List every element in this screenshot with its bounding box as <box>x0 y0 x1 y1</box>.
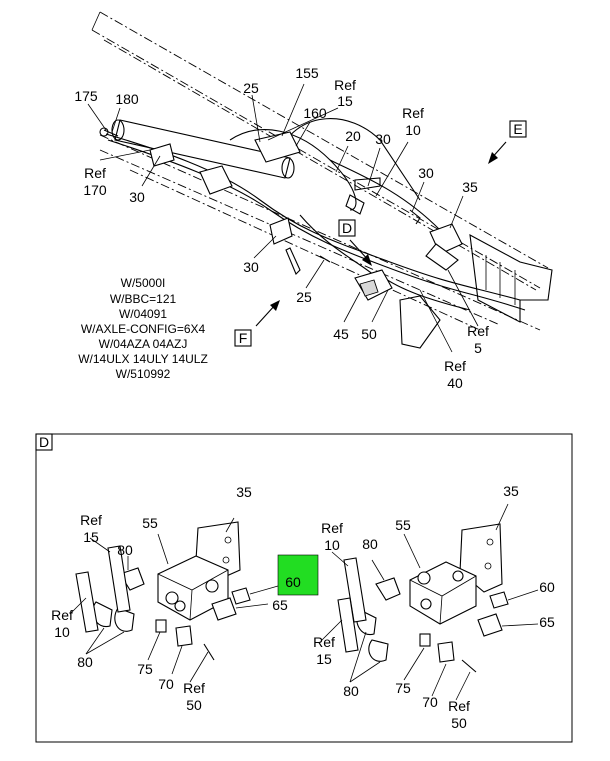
detail-d-title-text: D <box>39 434 49 450</box>
highlight-box-60 <box>277 554 319 596</box>
left-callout-55: 55 <box>142 515 158 531</box>
callout-25-top: 25 <box>243 80 259 96</box>
detail-d-frame <box>35 433 573 743</box>
view-label-d: D <box>338 219 356 237</box>
main-callouts: 175 180 Ref 170 30 155 25 160 Ref 15 20 … <box>74 65 489 391</box>
callout-20: 20 <box>345 128 361 144</box>
callout-175: 175 <box>74 88 98 104</box>
right-callout-35: 35 <box>503 483 519 499</box>
note-line-6: W/14ULX 14ULY 14ULZ <box>78 352 208 366</box>
callout-ref5-num: 5 <box>474 340 482 356</box>
callout-ref40-ref: Ref <box>444 358 466 374</box>
callout-50: 50 <box>361 326 377 342</box>
left-valve-assembly <box>75 521 251 661</box>
left-callouts: 35 55 Ref 15 80 65 Ref 10 80 75 70 Ref 5… <box>51 484 288 713</box>
right-callout-65: 65 <box>539 614 555 630</box>
left-callout-80-top: 80 <box>117 542 133 558</box>
left-callout-ref10-ref: Ref <box>51 607 73 623</box>
callout-ref170-ref: Ref <box>84 165 106 181</box>
right-callout-ref10-ref: Ref <box>321 520 343 536</box>
callout-30-lower: 30 <box>243 259 259 275</box>
right-callout-60: 60 <box>539 579 555 595</box>
callout-35: 35 <box>462 179 478 195</box>
frame-rail-assembly <box>91 11 553 349</box>
callout-30-left: 30 <box>129 189 145 205</box>
callout-25-lower: 25 <box>296 289 312 305</box>
right-callout-ref10-num: 10 <box>324 537 340 553</box>
right-callout-75: 75 <box>395 680 411 696</box>
left-callout-80-bottom: 80 <box>77 654 93 670</box>
right-valve-assembly <box>337 523 509 673</box>
highlight-callout-60: 60 <box>277 554 319 596</box>
note-line-4: W/AXLE-CONFIG=6X4 <box>81 322 206 336</box>
callout-ref5-ref: Ref <box>467 323 489 339</box>
note-line-5: W/04AZA 04AZJ <box>99 337 188 351</box>
right-leader-lines <box>321 503 539 701</box>
callout-ref15-ref: Ref <box>334 77 356 93</box>
view-label-e: E <box>509 120 527 138</box>
callout-30-right: 30 <box>418 165 434 181</box>
left-callout-ref10-num: 10 <box>54 624 70 640</box>
left-callout-70: 70 <box>158 676 174 692</box>
left-callout-ref15-num: 15 <box>83 529 99 545</box>
callout-160: 160 <box>303 105 327 121</box>
left-leader-lines <box>69 517 279 683</box>
note-line-1: W/5000I <box>121 276 166 290</box>
note-line-3: W/04091 <box>119 307 167 321</box>
note-line-2: W/BBC=121 <box>110 292 177 306</box>
callout-ref10-ref: Ref <box>402 105 424 121</box>
main-leader-lines <box>87 83 507 353</box>
view-label-e-text: E <box>513 121 522 137</box>
view-label-f: F <box>234 329 252 347</box>
callout-ref170-num: 170 <box>83 182 107 198</box>
left-callout-ref50-ref: Ref <box>183 680 205 696</box>
callout-45: 45 <box>333 326 349 342</box>
left-callout-35: 35 <box>236 484 252 500</box>
left-callout-ref15-ref: Ref <box>80 512 102 528</box>
callout-30-mid: 30 <box>375 131 391 147</box>
callout-155: 155 <box>295 65 319 81</box>
left-callout-65: 65 <box>272 597 288 613</box>
right-callout-ref15-ref: Ref <box>313 634 335 650</box>
view-label-f-text: F <box>239 330 248 346</box>
callout-ref40-num: 40 <box>447 375 463 391</box>
callout-ref10-num: 10 <box>405 122 421 138</box>
right-callout-ref15-num: 15 <box>316 651 332 667</box>
view-label-d-text: D <box>342 220 352 236</box>
left-callout-75: 75 <box>137 661 153 677</box>
right-callout-ref50-num: 50 <box>451 715 467 731</box>
right-callout-80-top: 80 <box>362 536 378 552</box>
callout-180: 180 <box>115 91 139 107</box>
right-callout-55: 55 <box>395 517 411 533</box>
config-notes: W/5000I W/BBC=121 W/04091 W/AXLE-CONFIG=… <box>78 276 208 381</box>
note-line-7: W/510992 <box>116 367 171 381</box>
right-callout-70: 70 <box>422 694 438 710</box>
left-callout-ref50-num: 50 <box>186 697 202 713</box>
right-callout-ref50-ref: Ref <box>448 698 470 714</box>
left-callout-60: 60 <box>285 574 301 590</box>
detail-d-title: D <box>35 433 53 451</box>
right-callout-80-bottom: 80 <box>343 683 359 699</box>
right-callouts: 35 55 Ref 10 80 60 65 Ref 15 80 75 70 Re… <box>313 483 555 731</box>
callout-ref15-num: 15 <box>337 93 353 109</box>
